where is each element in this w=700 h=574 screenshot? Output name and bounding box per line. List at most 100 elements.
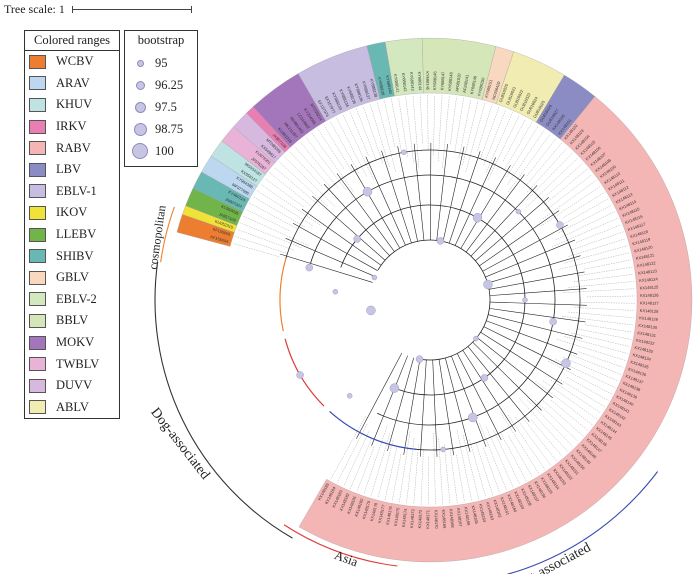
tree-scale-bar <box>72 6 192 13</box>
tip-leader <box>550 399 589 431</box>
legend-item-ikov: IKOV <box>25 202 119 224</box>
tip-leader <box>412 95 420 168</box>
tip-leader <box>559 252 630 270</box>
tip-label: KX148127 <box>640 300 660 305</box>
tip-leader <box>350 439 372 489</box>
tip-label: KY688135 <box>346 86 358 106</box>
tip-label: KY688139 <box>377 76 386 96</box>
tip-leader <box>356 108 376 160</box>
tip-leader <box>526 138 557 177</box>
tree-scale-label: Tree scale: 1 <box>4 2 65 16</box>
legend-item-rabv: RABV <box>25 137 119 159</box>
tip-label: AF081020 <box>454 72 461 92</box>
bootstrap-node <box>549 318 557 326</box>
bat-associated-arc <box>506 471 659 574</box>
tip-leader <box>558 204 612 234</box>
legend-swatch <box>29 313 46 328</box>
tip-leader <box>469 439 487 498</box>
tree-branch <box>489 308 586 323</box>
tip-leader <box>299 141 339 189</box>
legend-item-shibv: SHIBV <box>25 245 119 267</box>
tip-label: KX148167 <box>456 508 464 528</box>
tip-leader <box>294 146 331 187</box>
tip-label: KX148125 <box>640 284 660 290</box>
tip-leader <box>573 273 634 282</box>
tree-branch <box>488 271 585 290</box>
tip-leader <box>433 95 435 156</box>
tree-branch <box>486 320 578 355</box>
tip-label: KX148174 <box>401 508 408 528</box>
tip-leader <box>563 245 628 264</box>
tip-leader <box>311 132 354 192</box>
tip-label: KY688138 <box>369 78 379 98</box>
legend-item-twblv: TWBLV <box>25 353 119 375</box>
bootstrap-item: 95 <box>125 52 197 74</box>
legend-label: TWBLV <box>56 356 100 371</box>
legend-label: WCBV <box>56 54 94 69</box>
legend-item-khuv: KHUV <box>25 94 119 116</box>
tree-branch <box>487 255 581 284</box>
tip-label: KX148169 <box>441 509 447 529</box>
tip-leader <box>384 447 398 501</box>
bootstrap-item: 97.5 <box>125 96 197 118</box>
legend-item-eblv-1: EBLV-1 <box>25 181 119 203</box>
tip-label: KX148166 <box>463 507 471 527</box>
tip-label: KY688151 <box>484 78 494 98</box>
tip-leader <box>558 378 605 408</box>
legend-swatch <box>29 249 46 264</box>
tip-label: KX148135 <box>630 359 650 370</box>
tip-leader <box>420 450 424 505</box>
dog-associated-arc <box>154 261 293 539</box>
tip-leader <box>483 447 500 493</box>
bootstrap-node <box>440 446 446 453</box>
tip-leader <box>561 198 609 226</box>
tip-leader <box>260 184 321 226</box>
tree-branch <box>470 185 538 257</box>
tip-label: KY688143 <box>409 72 416 92</box>
tip-leader <box>542 400 584 437</box>
tip-leader <box>562 288 635 293</box>
tree-branch <box>381 150 412 244</box>
legend-label: LBV <box>56 162 81 177</box>
tip-label: KY688149 <box>469 75 478 95</box>
tip-label: KX148118 <box>629 229 649 240</box>
tip-leader <box>264 178 304 208</box>
tree-branch <box>462 350 517 432</box>
tip-label: KX148134 <box>632 352 652 362</box>
tip-label: KY688148 <box>447 71 454 91</box>
tip-label: KX148180 <box>354 497 365 517</box>
bootstrap-item: 98.75 <box>125 118 197 140</box>
tip-label: KX148181 <box>346 494 358 514</box>
legend-label: RABV <box>56 140 91 155</box>
tip-label: KX148172 <box>417 509 423 529</box>
tree-branch <box>336 173 395 252</box>
tree-branch <box>483 326 571 370</box>
tip-label: JX857109 <box>218 211 237 223</box>
tree-branch <box>476 337 553 399</box>
tip-leader <box>586 295 635 298</box>
tip-label: GU816020 <box>498 82 509 103</box>
tip-leader <box>550 379 602 414</box>
legend-label: EBLV-2 <box>56 291 97 306</box>
tip-leader <box>564 336 628 354</box>
bootstrap-node <box>480 374 489 382</box>
asia-branch <box>284 338 325 407</box>
tip-label: KF155004 <box>210 234 230 244</box>
bootstrap-node <box>472 213 483 223</box>
tip-label: KY688150 <box>476 76 485 96</box>
tree-branch <box>279 253 373 283</box>
tip-leader <box>329 120 360 174</box>
tip-label: KX148160 <box>506 494 518 514</box>
legend-swatch <box>29 162 46 177</box>
tip-label: KX148162 <box>492 499 503 519</box>
legend-title: Colored ranges <box>25 31 119 51</box>
tip-label: KY688146 <box>432 71 437 91</box>
tip-leader <box>519 398 569 452</box>
legend-swatch <box>29 357 46 372</box>
bootstrap-node <box>296 371 304 379</box>
tip-leader <box>526 142 562 185</box>
tip-label: KY688147 <box>439 71 445 91</box>
legend-swatch <box>29 335 46 350</box>
tip-leader <box>363 106 383 163</box>
tip-leader <box>456 454 465 503</box>
